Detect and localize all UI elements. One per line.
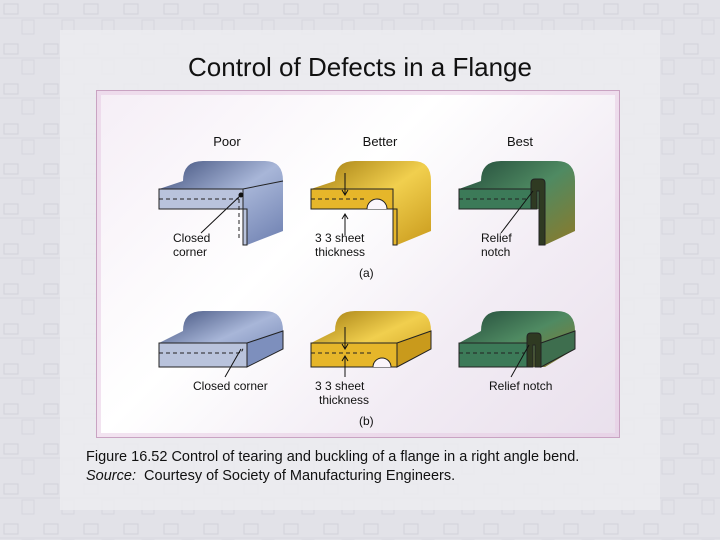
label-b-better-1: 3 3 sheet [315,379,365,393]
label-a-poor-1: Closed [173,231,210,245]
label-a-best-1: Relief [481,231,512,245]
label-a-best-2: notch [481,245,510,259]
header-poor: Poor [213,134,241,149]
caption-line-2: Source: Courtesy of Society of Manufactu… [86,467,706,486]
label-b-best: Relief notch [489,379,552,393]
caption-source-label: Source: [86,468,136,484]
tag-b: (b) [359,414,374,428]
flange-b-better [311,311,431,377]
caption-line-1: Figure 16.52 Control of tearing and buck… [86,448,706,467]
flange-b-poor [159,311,283,377]
label-b-poor: Closed corner [193,379,268,393]
label-a-better-1: 3 3 sheet [315,231,365,245]
label-b-better-2: thickness [319,393,369,407]
tag-a: (a) [359,266,374,280]
flange-b-best [459,311,575,377]
label-a-poor-2: corner [173,245,207,259]
flange-a-best [459,161,575,245]
flange-figure: Poor Better Best Closed corner 3 3 sheet [97,91,619,437]
header-best: Best [507,134,533,149]
label-a-better-2: thickness [315,245,365,259]
figure-caption: Figure 16.52 Control of tearing and buck… [86,448,706,486]
slide-title: Control of Defects in a Flange [0,52,720,83]
header-better: Better [363,134,398,149]
caption-source-text: Courtesy of Society of Manufacturing Eng… [136,468,455,484]
figure-panel: Poor Better Best Closed corner 3 3 sheet [96,90,620,438]
